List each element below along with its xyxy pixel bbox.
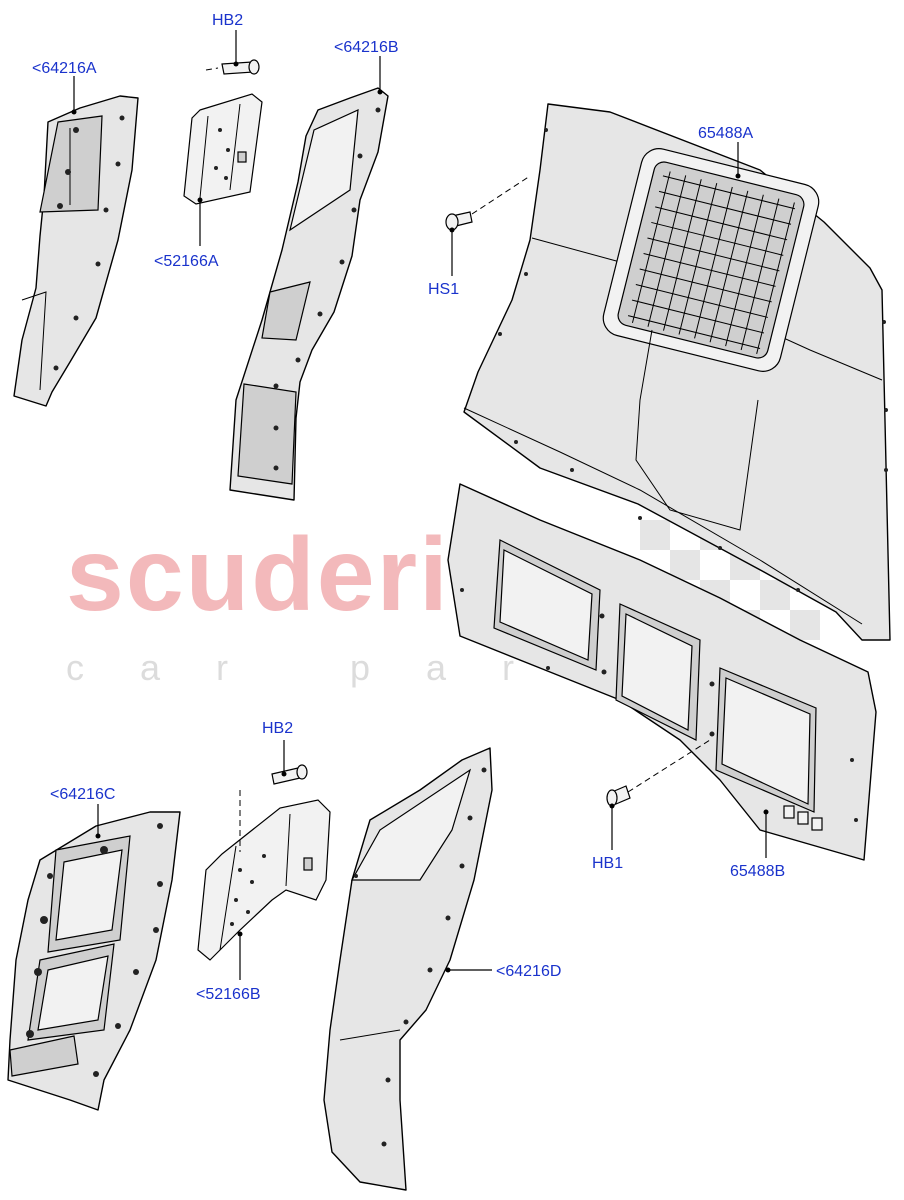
bolt-hb2-top-icon [205, 59, 260, 75]
leader-lines [71, 30, 769, 980]
watermark-brand: scuderia [66, 517, 510, 633]
part-65488A [463, 103, 891, 641]
callout-64216B: <64216B [334, 39, 399, 56]
bolt-hb1-icon [606, 739, 711, 807]
screw-hs1-icon [445, 175, 531, 231]
part-52166A [183, 93, 263, 205]
callout-hb2-top: HB2 [212, 12, 243, 29]
callout-64216D: <64216D [496, 963, 561, 980]
vent-grille-icon [627, 171, 796, 354]
callout-hb1: HB1 [592, 855, 623, 872]
callout-52166B: <52166B [196, 986, 261, 1003]
callout-64216A: <64216A [32, 60, 97, 77]
part-64216A [13, 95, 139, 407]
callout-labels: <64216A HB2 <52166A <64216B 65488A HS1 <… [32, 12, 785, 1003]
bolt-hb2-bottom-icon [239, 764, 308, 852]
callout-64216C: <64216C [50, 786, 115, 803]
callout-52166A: <52166A [154, 253, 219, 270]
part-64216D [323, 747, 493, 1191]
callout-hb2-bottom: HB2 [262, 720, 293, 737]
callout-65488B: 65488B [730, 863, 785, 880]
part-64216B [229, 87, 389, 501]
part-64216C [7, 811, 181, 1111]
callout-65488A: 65488A [698, 125, 753, 142]
part-52166B [197, 799, 331, 961]
callout-hs1: HS1 [428, 281, 459, 298]
part-65488B [447, 483, 877, 861]
